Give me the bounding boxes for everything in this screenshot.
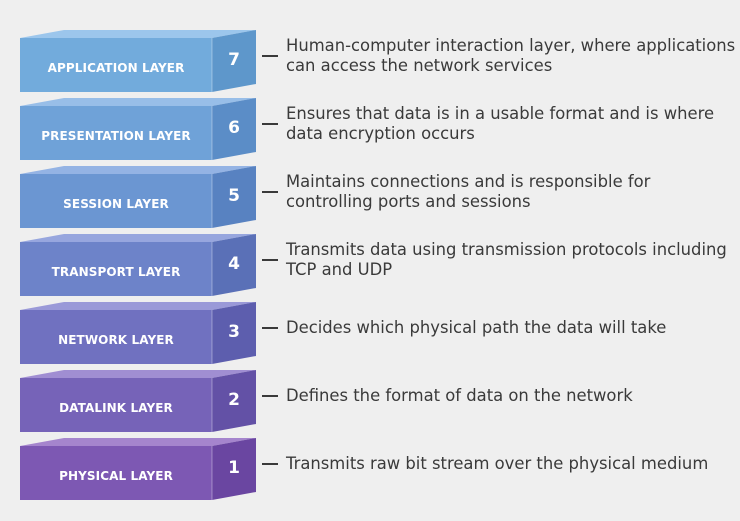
layer-name: PHYSICAL LAYER — [59, 469, 173, 483]
layer-description: Maintains connections and is responsible… — [286, 172, 651, 211]
layer-block-front-face — [20, 38, 212, 92]
layer-block-side-face — [212, 30, 256, 92]
layer-block-shape — [20, 438, 256, 500]
layer-row-4: TRANSPORT LAYER 4 Transmits data using tra… — [0, 234, 740, 296]
connector-dash — [262, 327, 278, 329]
connector-dash — [262, 259, 278, 261]
layer-description: Defines the format of data on the networ… — [286, 386, 633, 405]
layer-block-front-face — [20, 242, 212, 296]
layer-number: 4 — [228, 254, 240, 274]
layer-block-shape — [20, 30, 256, 92]
layer-row-5: SESSION LAYER 5 Maintains connections and … — [0, 166, 740, 228]
layer-row-2: DATALINK LAYER 2 Defines the format of dat… — [0, 370, 740, 432]
layer-name: DATALINK LAYER — [59, 401, 173, 415]
layer-block-side-face — [212, 370, 256, 432]
layer-number: 7 — [228, 50, 240, 70]
layer-number: 6 — [228, 118, 240, 138]
layer-block-top-face — [20, 302, 256, 310]
layer-description: Transmits data using transmission protoc… — [286, 240, 727, 279]
layer-block-top-face — [20, 166, 256, 174]
layer-name: PRESENTATION LAYER — [41, 129, 191, 143]
layer-block-front-face — [20, 174, 212, 228]
layer-block-shape — [20, 302, 256, 364]
layer-block: TRANSPORT LAYER 4 — [20, 234, 256, 296]
connector-dash — [262, 55, 278, 57]
layer-number: 1 — [228, 458, 240, 478]
layer-block-shape — [20, 234, 256, 296]
layer-block-shape — [20, 370, 256, 432]
layer-name: SESSION LAYER — [63, 197, 169, 211]
layer-description: Human-computer interaction layer, where … — [286, 36, 736, 75]
connector-dash — [262, 463, 278, 465]
layer-block-front-face — [20, 446, 212, 500]
layer-description: Ensures that data is in a usable format … — [286, 104, 715, 143]
layer-row-7: APPLICATION LAYER 7 Human-computer interac… — [0, 30, 740, 92]
layer-number: 2 — [228, 390, 240, 410]
layer-block: PRESENTATION LAYER 6 — [20, 98, 256, 160]
layer-block: NETWORK LAYER 3 — [20, 302, 256, 364]
layer-block-side-face — [212, 98, 256, 160]
layer-block-side-face — [212, 438, 256, 500]
layer-block-shape — [20, 98, 256, 160]
connector-dash — [262, 191, 278, 193]
connector-dash — [262, 395, 278, 397]
layer-name: APPLICATION LAYER — [47, 61, 185, 75]
layer-row-6: PRESENTATION LAYER 6 Ensures that data is … — [0, 98, 740, 160]
layer-block-top-face — [20, 234, 256, 242]
layer-block-side-face — [212, 166, 256, 228]
layer-block: SESSION LAYER 5 — [20, 166, 256, 228]
layer-block-top-face — [20, 370, 256, 378]
layer-row-3: NETWORK LAYER 3 Decides which physical pat… — [0, 302, 740, 364]
layer-block-front-face — [20, 378, 212, 432]
layer-block-front-face — [20, 106, 212, 160]
connector-dash — [262, 123, 278, 125]
layer-block-side-face — [212, 302, 256, 364]
layer-name: NETWORK LAYER — [58, 333, 174, 347]
layer-block-front-face — [20, 310, 212, 364]
layer-block-shape — [20, 166, 256, 228]
layer-block: DATALINK LAYER 2 — [20, 370, 256, 432]
layer-row-1: PHYSICAL LAYER 1 Transmits raw bit stream … — [0, 438, 740, 500]
layer-block-top-face — [20, 438, 256, 446]
layer-block-side-face — [212, 234, 256, 296]
layer-name: TRANSPORT LAYER — [51, 265, 181, 279]
layer-number: 3 — [228, 322, 240, 342]
layer-description: Decides which physical path the data wil… — [286, 318, 667, 337]
layer-number: 5 — [228, 186, 240, 206]
layer-description: Transmits raw bit stream over the physic… — [286, 454, 709, 473]
layer-block: APPLICATION LAYER 7 — [20, 30, 256, 92]
layer-block: PHYSICAL LAYER 1 — [20, 438, 256, 500]
layer-block-top-face — [20, 98, 256, 106]
layer-block-top-face — [20, 30, 256, 38]
